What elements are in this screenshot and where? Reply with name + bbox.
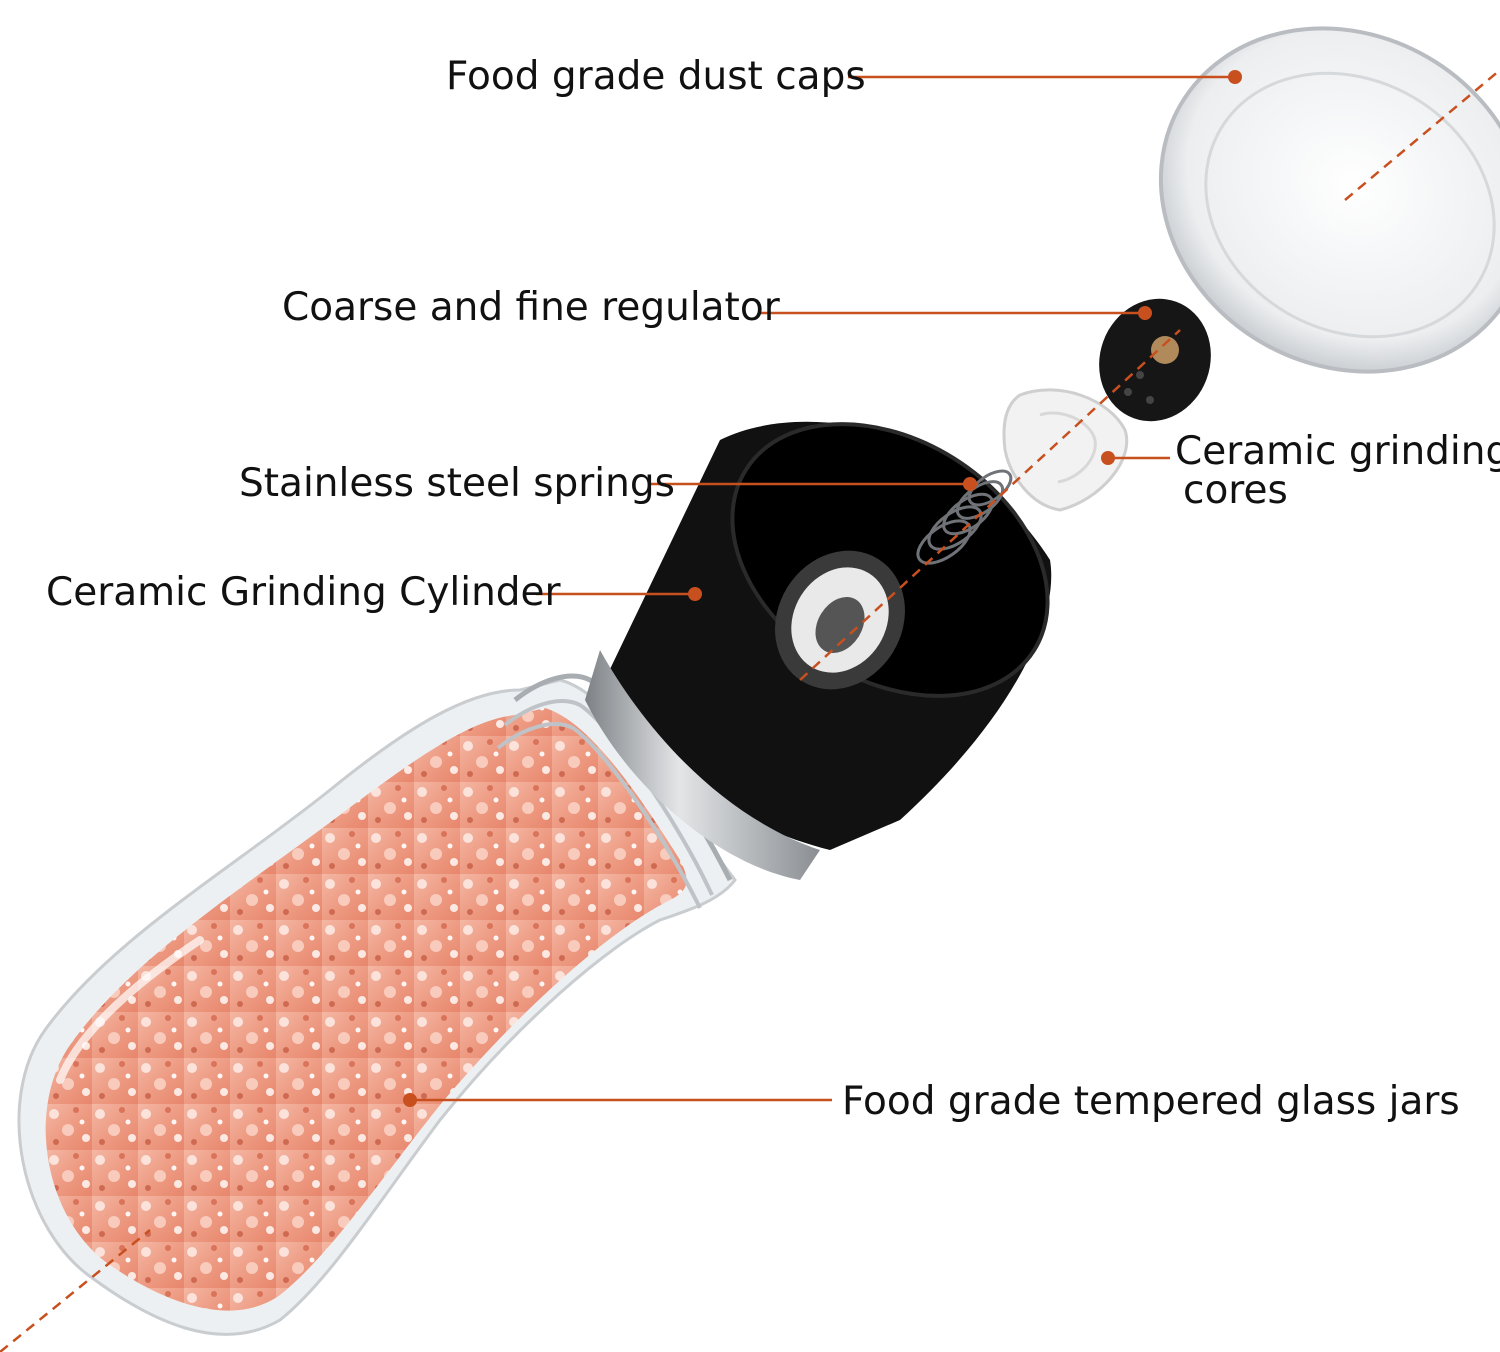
regulator-knob	[1099, 298, 1211, 422]
callout-lines	[410, 75, 1235, 1102]
dot-springs	[963, 477, 977, 491]
label-springs: Stainless steel springs	[239, 461, 675, 506]
dot-dust-caps	[1228, 70, 1242, 84]
label-grinding-cores-line2: cores	[1183, 468, 1288, 513]
assembly-axis	[0, 69, 1500, 1352]
label-glass-jars: Food grade tempered glass jars	[842, 1079, 1460, 1124]
callout-dots	[403, 70, 1242, 1107]
label-dust-caps: Food grade dust caps	[446, 54, 866, 99]
dot-cylinder	[688, 587, 702, 601]
ceramic-core	[1002, 388, 1129, 512]
dot-jars	[403, 1093, 417, 1107]
dot-cores	[1101, 451, 1115, 465]
glass-jar	[17, 673, 737, 1336]
dot-regulator	[1138, 306, 1152, 320]
label-regulator: Coarse and fine regulator	[282, 285, 780, 330]
label-grinding-cores-line1: Ceramic grinding	[1175, 429, 1500, 474]
label-grinding-cylinder: Ceramic Grinding Cylinder	[46, 570, 561, 615]
